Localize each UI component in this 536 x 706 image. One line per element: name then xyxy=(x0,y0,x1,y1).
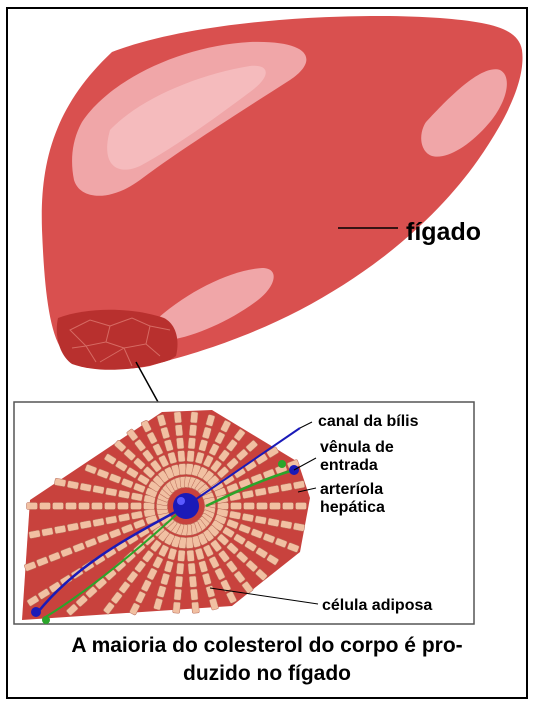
liver xyxy=(42,16,523,402)
inset-leader-line xyxy=(136,362,158,402)
venule-label-line2: entrada xyxy=(320,457,378,474)
hepatocyte-cell xyxy=(191,602,199,614)
hepatocyte-cell xyxy=(270,503,281,510)
hepatocyte-cell xyxy=(175,425,183,437)
hepatocyte-cell xyxy=(53,503,64,510)
hepatocyte-cell xyxy=(40,503,51,510)
venule-end-lower xyxy=(31,607,41,617)
caption-line-1: A maioria do colesterol do corpo é pro- xyxy=(6,632,528,660)
hepatocyte-cell xyxy=(27,503,38,510)
hepatocyte-cell xyxy=(105,503,116,510)
arteriole-label-line1: arteríola xyxy=(320,481,383,498)
central-vein-highlight xyxy=(177,497,185,505)
hepatocyte-cell xyxy=(187,550,195,562)
liver-cut-section xyxy=(57,310,178,370)
hepatocyte-cell xyxy=(177,450,185,462)
hepatocyte-cell xyxy=(131,503,142,510)
hepatocyte-cell xyxy=(189,576,197,588)
hepatocyte-cell xyxy=(257,503,268,510)
hepatocyte-cell xyxy=(187,450,195,462)
hepatocyte-cell xyxy=(188,438,196,450)
hepatocyte-cell xyxy=(231,503,242,510)
hepatocyte-cell xyxy=(190,589,198,601)
venule-label-line1: vênula de xyxy=(320,439,394,456)
hepatocyte-cell xyxy=(175,576,183,588)
hepatocyte-cell xyxy=(173,602,181,614)
hepatocyte-cell xyxy=(296,503,307,510)
hepatocyte-cell xyxy=(244,503,255,510)
green-dot xyxy=(278,460,286,468)
hepatocyte-cell xyxy=(118,503,129,510)
caption: A maioria do colesterol do corpo é pro- … xyxy=(6,632,528,688)
hepatocyte-cell xyxy=(190,412,198,424)
hepatocyte-cell xyxy=(66,503,77,510)
fat-cell-label: célula adiposa xyxy=(322,597,432,614)
hepatocyte-cell xyxy=(79,503,90,510)
hepatocyte-cell xyxy=(177,550,185,562)
hepatocyte-cell xyxy=(189,425,197,437)
hepatocyte-cell xyxy=(174,589,182,601)
bile-canal-label: canal da bílis xyxy=(318,413,419,430)
caption-line-2: duzido no fígado xyxy=(6,660,528,688)
hepatocyte-cell xyxy=(174,412,182,424)
arteriole-label-line2: hepática xyxy=(320,499,385,516)
hepatocyte-cell xyxy=(176,438,184,450)
liver-label: fígado xyxy=(406,218,481,246)
central-vein xyxy=(173,493,199,519)
hepatocyte-cell xyxy=(283,503,294,510)
green-dot-lower xyxy=(42,616,50,624)
hepatocyte-cell xyxy=(188,563,196,575)
hepatocyte-cell xyxy=(176,563,184,575)
hepatocyte-cell xyxy=(92,503,103,510)
